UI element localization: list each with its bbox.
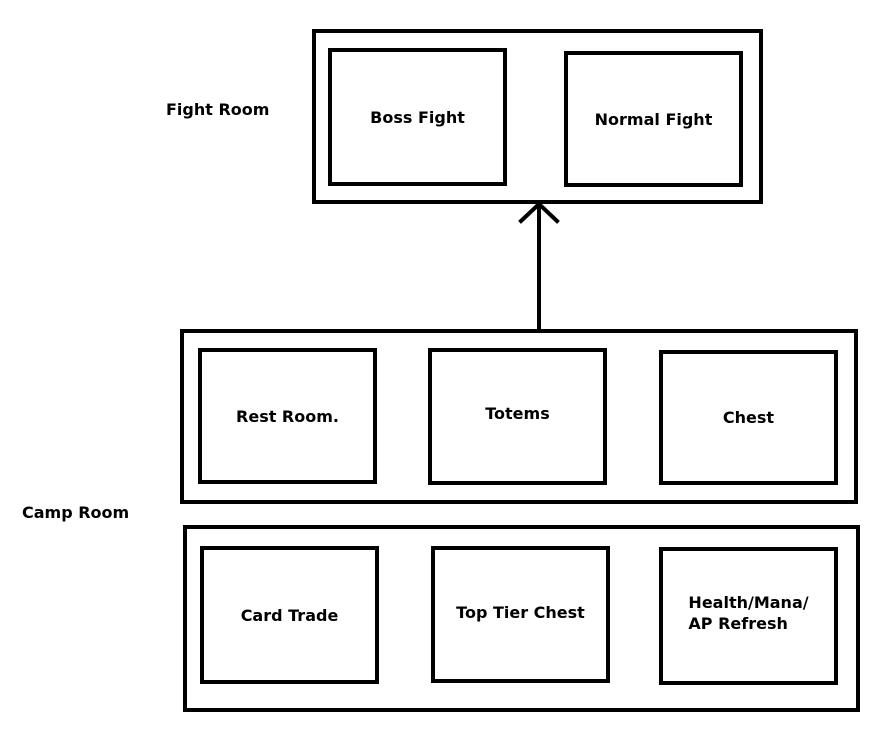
top-tier-chest-label: Top Tier Chest — [456, 603, 585, 622]
boss-fight-label: Boss Fight — [370, 107, 465, 127]
top-tier-chest-box: Top Tier Chest — [431, 546, 610, 683]
chest-box: Chest — [659, 350, 838, 485]
totems-box: Totems — [428, 348, 607, 485]
rest-room-label: Rest Room. — [236, 406, 339, 426]
health-mana-ap-refresh-label: Health/Mana/ AP Refresh — [688, 592, 809, 633]
camp-room-label: Camp Room — [22, 503, 130, 522]
chest-label: Chest — [722, 408, 775, 427]
rest-room-box: Rest Room. — [198, 348, 377, 484]
card-trade-label: Card Trade — [240, 605, 339, 625]
fight-room-label: Fight Room — [166, 100, 270, 119]
totems-label: Totems — [485, 404, 550, 423]
normal-fight-label: Normal Fight — [594, 109, 713, 129]
normal-fight-box: Normal Fight — [564, 51, 743, 187]
health-mana-ap-refresh-box: Health/Mana/ AP Refresh — [659, 547, 838, 685]
boss-fight-box: Boss Fight — [328, 48, 507, 186]
card-trade-box: Card Trade — [200, 546, 379, 684]
